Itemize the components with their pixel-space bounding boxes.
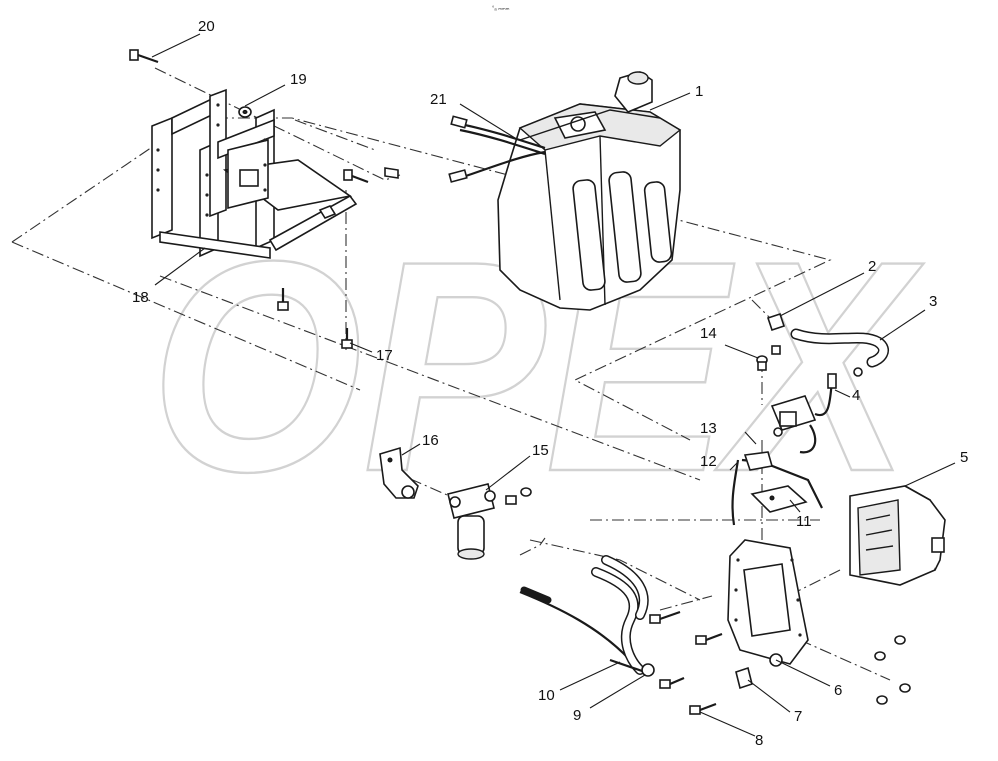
valve-part-4	[770, 367, 863, 454]
callout-5: 5	[960, 449, 968, 466]
callout-11: 11	[796, 513, 812, 530]
callout-15: 15	[532, 442, 549, 459]
nut-part-19	[238, 106, 252, 118]
callout-13: 13	[700, 420, 717, 437]
callout-9: 9	[573, 707, 581, 724]
callout-6: 6	[834, 682, 842, 699]
clip-part-2	[766, 312, 786, 332]
filter-part-15	[447, 483, 496, 560]
callout-20: 20	[198, 18, 215, 35]
callout-labels: 1 2 3 4 5 6 7 8 9 10 11 12 13 14 15 16 1…	[132, 18, 968, 749]
tank-part-1	[497, 71, 682, 311]
bolt-small-a	[384, 167, 399, 179]
bracket-part-16	[379, 446, 419, 499]
screws-part-7-8	[649, 610, 753, 715]
bolt-loose	[277, 288, 289, 311]
bolt-part-20	[129, 49, 159, 64]
callout-1: 1	[695, 83, 703, 100]
frame-bracket-part-18	[151, 88, 358, 259]
rod-part-9	[609, 658, 655, 677]
callout-4: 4	[852, 387, 860, 404]
callout-17: 17	[376, 347, 393, 364]
callout-12: 12	[700, 453, 717, 470]
mounting-plate-part-6	[727, 539, 809, 667]
pump-unit-part-5	[849, 485, 946, 586]
callout-18: 18	[132, 289, 149, 306]
callout-10: 10	[538, 687, 555, 704]
plate-part-11	[750, 485, 808, 513]
callout-16: 16	[422, 432, 439, 449]
tube-part-12-13	[731, 451, 823, 526]
callout-7: 7	[794, 708, 802, 725]
bolt-part-14	[756, 355, 768, 371]
bolt-small-b	[343, 169, 369, 184]
harness-part-21	[448, 115, 546, 183]
callout-3: 3	[929, 293, 937, 310]
header-mark: °ₐ ₘₘₘ	[492, 6, 510, 12]
bolt-set-right	[874, 635, 911, 705]
bolt-part-14b	[771, 345, 781, 355]
callout-8: 8	[755, 732, 763, 749]
callout-19: 19	[290, 71, 307, 88]
leader-lines	[151, 33, 956, 737]
callout-21: 21	[430, 91, 447, 108]
callout-14: 14	[700, 325, 717, 342]
bolt-filter	[505, 487, 532, 505]
callout-2: 2	[868, 258, 876, 275]
pipes-part-10	[519, 555, 649, 675]
hose-part-3	[790, 328, 889, 368]
